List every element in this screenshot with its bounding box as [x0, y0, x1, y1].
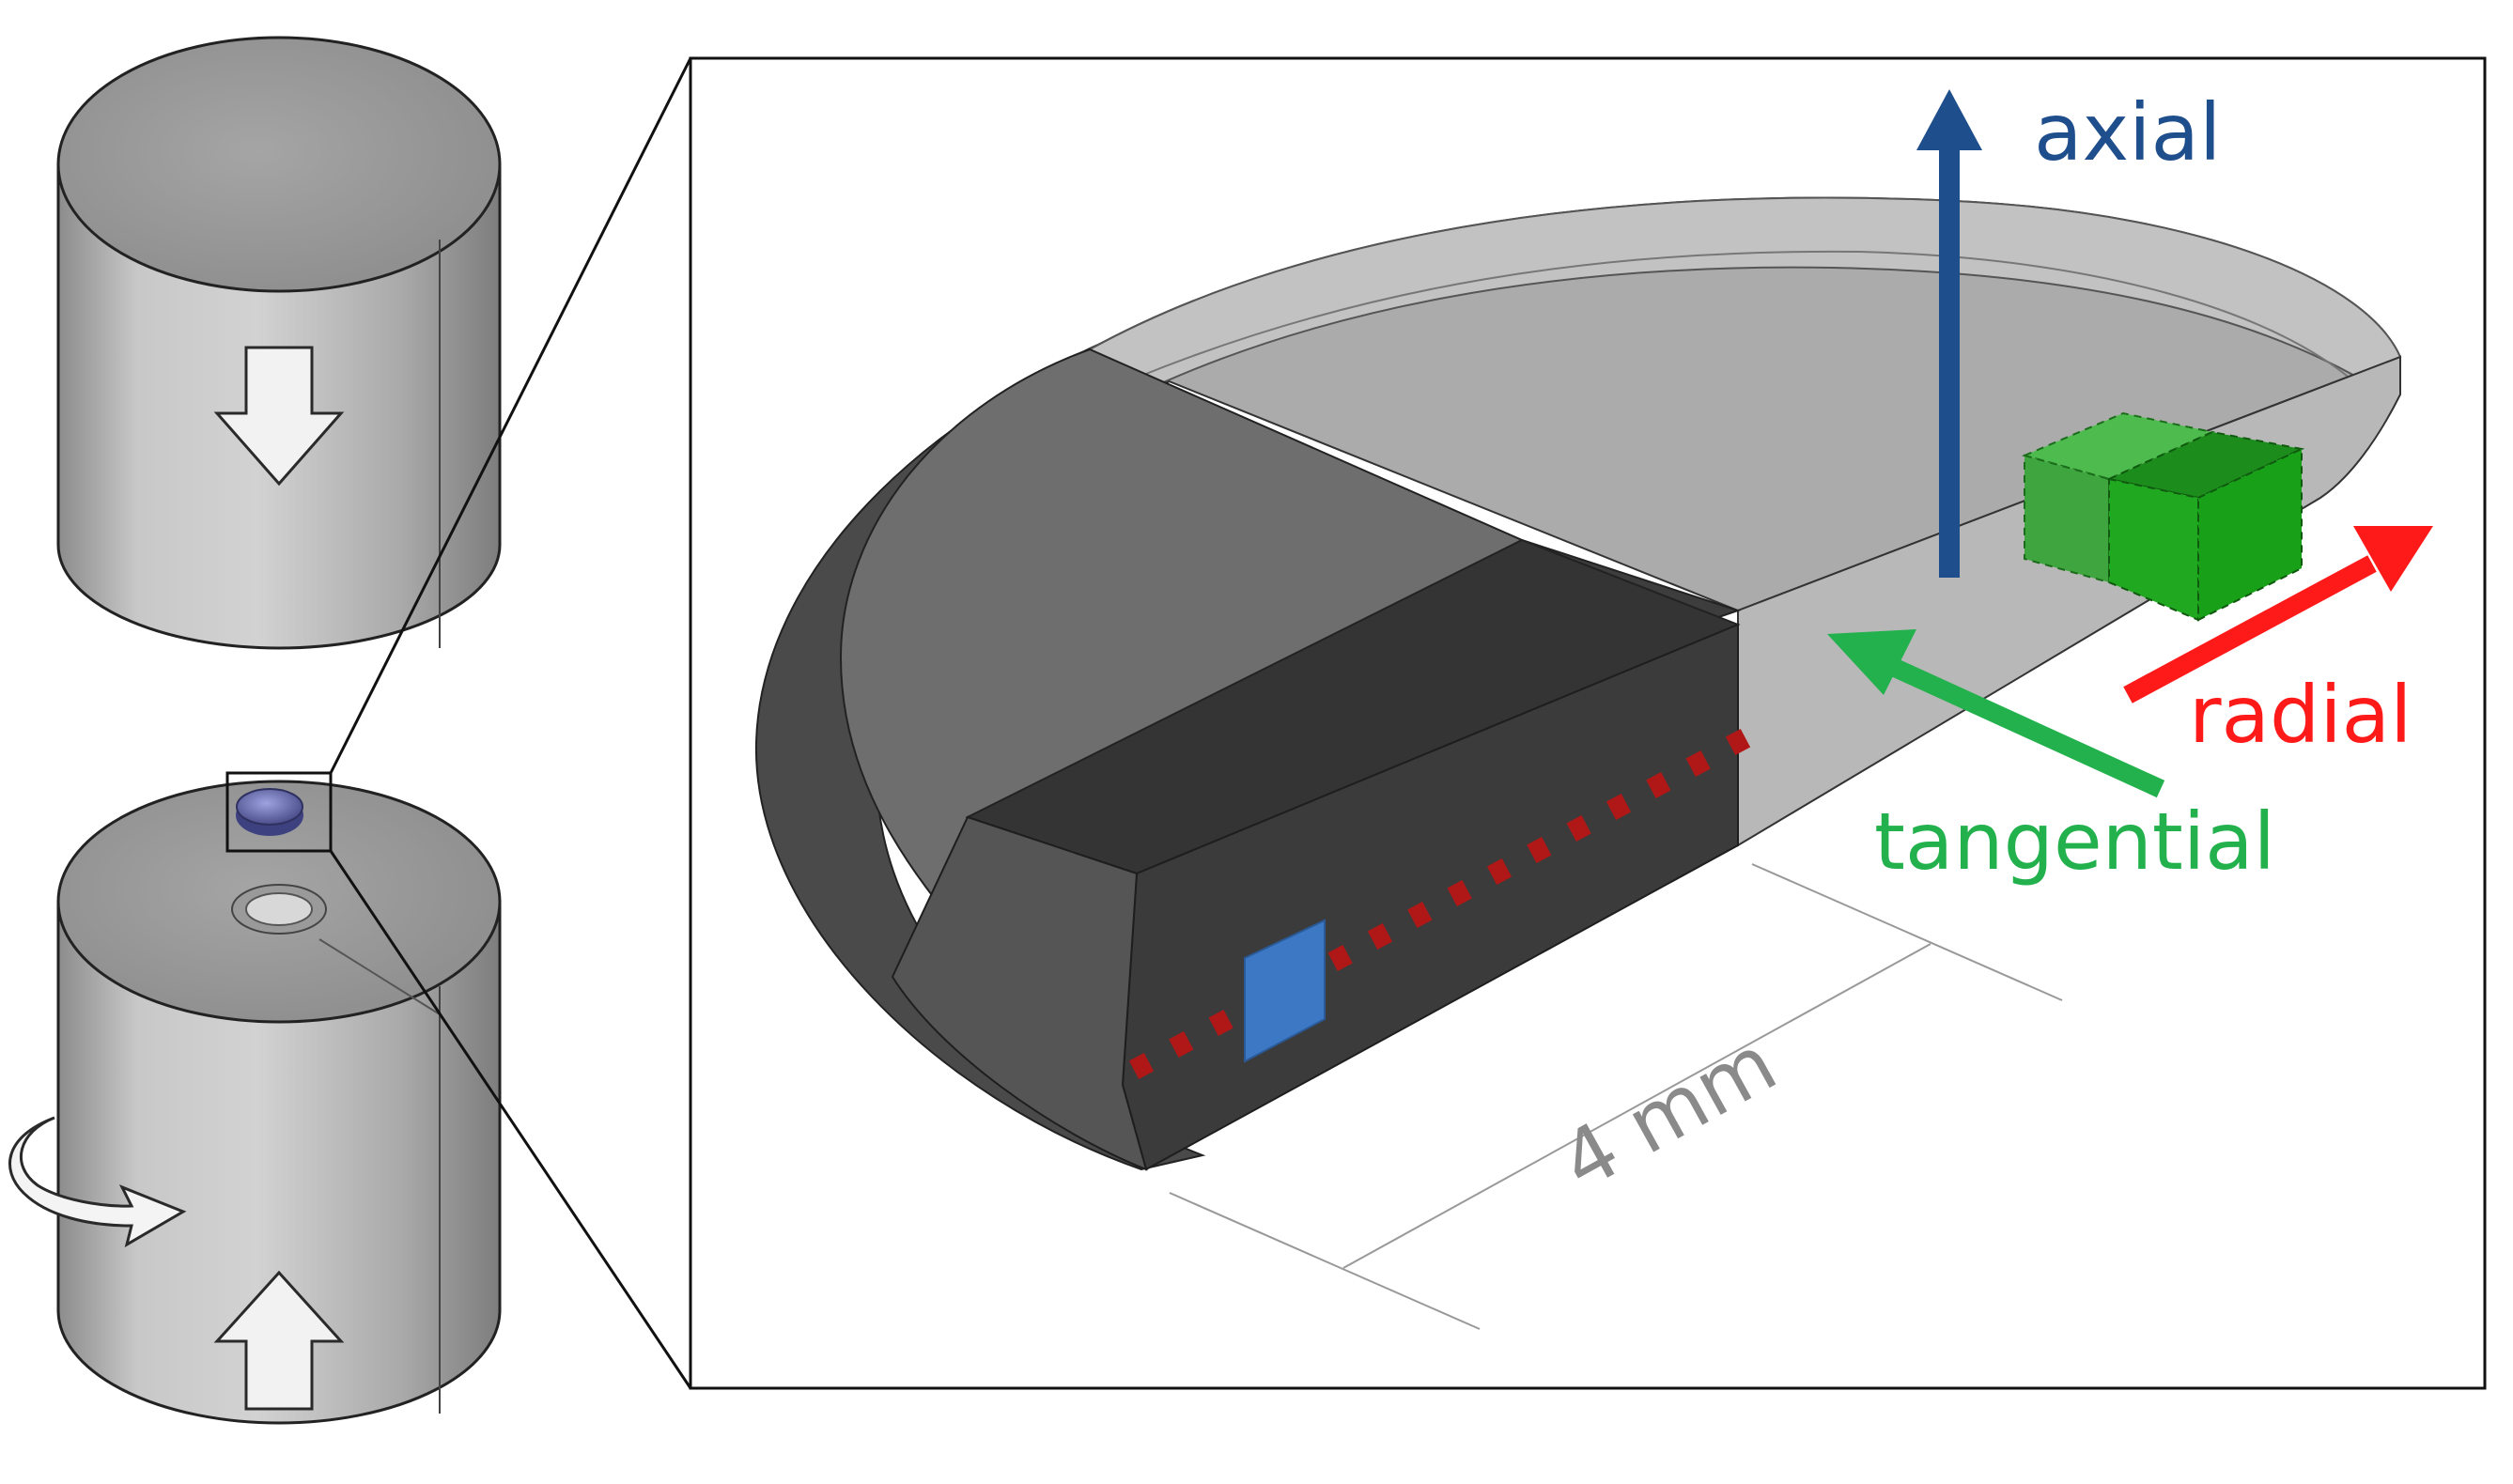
sample-cube [2021, 411, 2305, 622]
dimension-line [1342, 943, 1931, 1269]
dimension-extension-left [1169, 1192, 1481, 1330]
detail-panel: 4 mm axial radial tangent [689, 56, 2487, 1390]
red-dot [1367, 923, 1393, 950]
bottom-cylinder [8, 771, 502, 1425]
red-dot [1486, 858, 1512, 885]
down-arrow-icon [213, 346, 345, 487]
red-dot [1208, 1010, 1233, 1036]
red-dot [1128, 1053, 1155, 1079]
red-dot [1169, 1031, 1194, 1058]
tangential-arrow [1827, 629, 2165, 798]
zoom-line-top [329, 57, 692, 774]
blue-patch [1244, 919, 1326, 1063]
up-arrow-icon [213, 1270, 345, 1411]
red-dot [1527, 837, 1552, 863]
zoom-line-bottom [329, 850, 692, 1389]
red-dot-line [1128, 729, 1751, 1079]
axial-arrow [1916, 89, 1982, 578]
red-dot [1725, 729, 1751, 755]
dimension-extension-right [1751, 863, 2063, 1001]
tangential-label: tangential [1874, 796, 2275, 888]
red-dot [1646, 772, 1671, 798]
red-dot [1566, 815, 1591, 842]
zoom-box [225, 771, 333, 853]
red-dot [1447, 880, 1472, 906]
red-dot [1327, 945, 1353, 971]
red-dot [1606, 794, 1632, 820]
radial-label: radial [2189, 669, 2412, 761]
top-cylinder [56, 36, 502, 650]
radial-arrow [2123, 526, 2433, 703]
axial-label: axial [2034, 86, 2221, 178]
red-dot [1407, 902, 1433, 928]
red-dot [1685, 750, 1711, 777]
rotation-arrow-icon [8, 1116, 187, 1248]
